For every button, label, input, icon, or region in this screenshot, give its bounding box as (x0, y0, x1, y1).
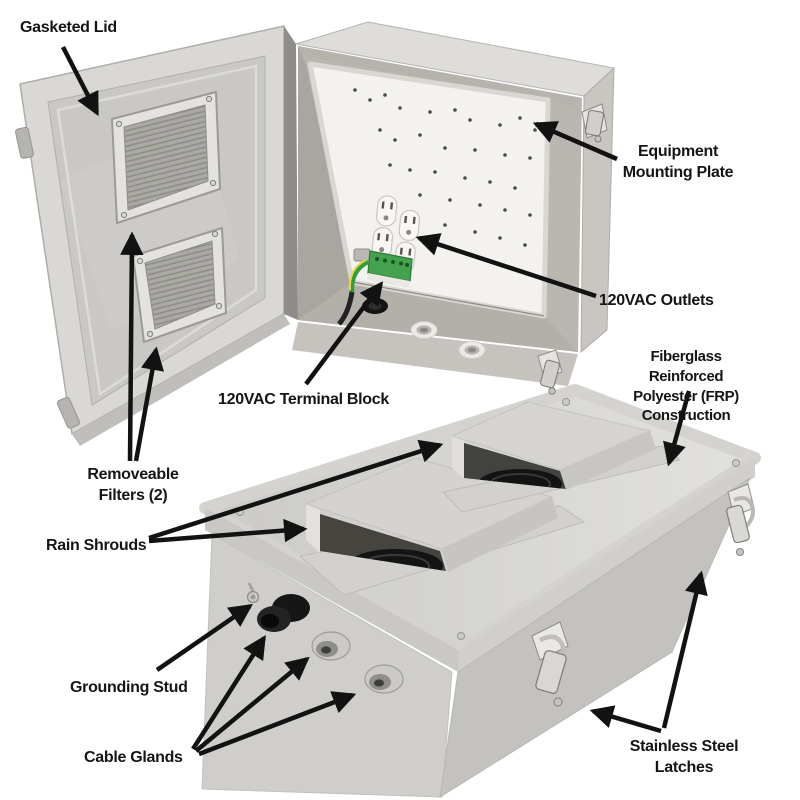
label-120vac-outlets: 120VAC Outlets (599, 292, 714, 309)
arrow-to-filter-2 (133, 346, 164, 462)
filter-1-mesh (123, 104, 209, 211)
arrow-to-grounding-stud (155, 604, 253, 672)
shroud1-front (442, 497, 558, 572)
hinge-gap (284, 26, 298, 320)
cable-gland-gray-2 (364, 664, 404, 694)
label-frp-construction: Fiberglass Reinforced Polyester (FRP) Co… (633, 348, 739, 425)
interior-left-wall (298, 46, 352, 320)
cable-gland-gray-1 (311, 631, 351, 661)
label-120vac-terminal-block: 120VAC Terminal Block (218, 391, 389, 408)
arrow-to-shroud-1 (148, 518, 308, 544)
interior-top-wall (298, 46, 582, 106)
open-box-right-side (580, 66, 615, 354)
removable-filter-1 (111, 91, 221, 224)
gasketed-lid-part (15, 25, 290, 446)
latch-open-box-top (581, 103, 608, 143)
lid-hinge-tab-1 (15, 126, 34, 159)
arrow-to-gland-gray-2 (198, 691, 357, 757)
lid-bottom-lip (72, 314, 290, 446)
label-rain-shrouds: Rain Shrouds (46, 537, 147, 554)
filter-2-mesh (144, 240, 216, 330)
arrow-to-latch-side (661, 570, 708, 729)
closed-lid-lip-front (205, 508, 458, 672)
label-gasketed-lid: Gasketed Lid (20, 19, 117, 36)
removable-filter-2 (132, 227, 227, 343)
closed-body-right (439, 476, 752, 798)
label-grounding-stud: Grounding Stud (70, 679, 188, 696)
arrow-to-gland-black (191, 635, 266, 751)
arrow-to-gland-gray-1 (194, 656, 310, 753)
label-removeable-filters: Removeable Filters (2) (87, 466, 179, 505)
arrow-to-mounting-plate (532, 121, 618, 162)
arrow-to-shroud-2 (148, 439, 444, 541)
grounding-stud-part (246, 582, 260, 604)
open-enclosure-view (15, 21, 616, 446)
open-box-bottom-edge (292, 322, 578, 386)
latch-right-side (726, 483, 755, 556)
latch-open-box-bottom (537, 349, 563, 395)
shroud2-left-wall (452, 436, 464, 478)
arrow-to-frp (663, 390, 692, 467)
closed-lid-lip-right (458, 458, 755, 672)
label-stainless-steel-latches: Stainless Steel Latches (629, 738, 739, 777)
label-cable-glands: Cable Glands (84, 749, 183, 766)
shroud2-front (560, 431, 656, 490)
knockout-ring-1 (410, 321, 438, 339)
rain-shroud-2 (442, 401, 681, 513)
callout-arrows (60, 45, 708, 757)
arrow-to-outlets (415, 233, 597, 299)
arrow-to-gasketed-lid (60, 45, 100, 117)
latch-front-right (531, 621, 569, 707)
lid-hinge-tab-2 (56, 396, 81, 429)
vac-terminal-block-part (353, 248, 413, 288)
knockout-ring-2 (458, 341, 486, 359)
lid-gasket-line (56, 64, 258, 397)
ground-wire (337, 259, 370, 326)
cable-gland-black (257, 594, 310, 632)
shroud1-left-wall (306, 504, 320, 553)
closed-enclosure-view (199, 384, 761, 798)
arrow-to-terminal-block (304, 281, 384, 386)
arrow-to-filter-1 (120, 231, 144, 462)
arrow-to-latch-front (589, 705, 662, 734)
label-equipment-mounting-plate: Equipment Mounting Plate (622, 143, 734, 182)
